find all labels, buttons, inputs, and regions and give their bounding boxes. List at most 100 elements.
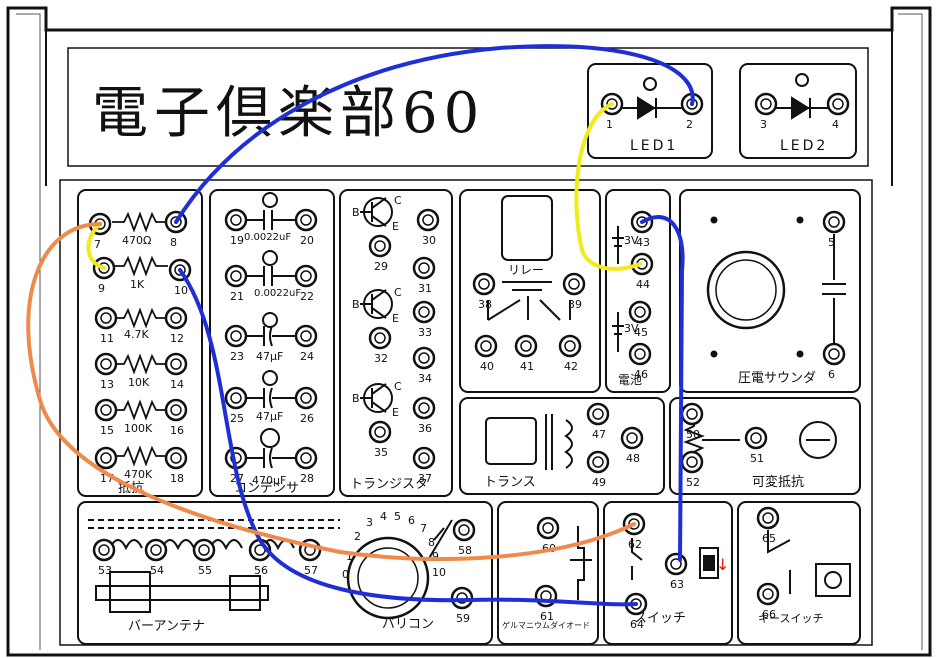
terminal-29[interactable]: 29 bbox=[368, 234, 392, 273]
terminal-11[interactable]: 11 bbox=[94, 306, 118, 345]
terminal-3[interactable]: 3 bbox=[754, 92, 778, 131]
terminal-label-65: 65 bbox=[762, 532, 776, 545]
terminal-39[interactable]: 39 bbox=[562, 272, 586, 311]
terminal-label-47: 47 bbox=[592, 428, 606, 441]
terminal-20[interactable]: 20 bbox=[294, 208, 318, 247]
terminal-18[interactable]: 18 bbox=[164, 446, 188, 485]
terminal-label-33: 33 bbox=[418, 326, 432, 339]
switch-indicator-arrow: ↓ bbox=[716, 555, 729, 574]
dial-number-2: 2 bbox=[354, 530, 361, 543]
terminal-28[interactable]: 28 bbox=[294, 446, 318, 485]
terminal-17[interactable]: 17 bbox=[94, 446, 118, 485]
terminal-33[interactable]: 33 bbox=[412, 300, 436, 339]
terminal-label-62: 62 bbox=[628, 538, 642, 551]
terminal-41[interactable]: 41 bbox=[514, 334, 538, 373]
terminal-37[interactable]: 37 bbox=[412, 446, 436, 485]
terminal-35[interactable]: 35 bbox=[368, 420, 392, 459]
terminal-label-55: 55 bbox=[198, 564, 212, 577]
terminal-label-34: 34 bbox=[418, 372, 432, 385]
terminal-36[interactable]: 36 bbox=[412, 396, 436, 435]
terminal-47[interactable]: 47 bbox=[586, 402, 610, 441]
terminal-32[interactable]: 32 bbox=[368, 326, 392, 365]
resistor-value-6: 470K bbox=[124, 468, 153, 481]
dial-number-5: 5 bbox=[394, 510, 401, 523]
terminal-30[interactable]: 30 bbox=[416, 208, 440, 247]
terminal-23[interactable]: 23 bbox=[224, 324, 248, 363]
terminal-66[interactable]: 66 bbox=[756, 582, 780, 621]
terminal-58[interactable]: 58 bbox=[452, 518, 476, 557]
capacitor-value-3: 47μF bbox=[256, 350, 283, 363]
orange-wire-7-to-62[interactable] bbox=[26, 222, 636, 561]
terminal-31[interactable]: 31 bbox=[412, 256, 436, 295]
terminal-55[interactable]: 55 bbox=[192, 538, 216, 577]
terminal-45[interactable]: 45 bbox=[628, 300, 652, 339]
terminal-19[interactable]: 19 bbox=[224, 208, 248, 247]
dial-number-3: 3 bbox=[366, 516, 373, 529]
terminal-52[interactable]: 52 bbox=[680, 450, 704, 489]
terminal-label-32: 32 bbox=[374, 352, 388, 365]
terminal-label-53: 53 bbox=[98, 564, 112, 577]
terminal-21[interactable]: 21 bbox=[224, 264, 248, 303]
terminal-label-11: 11 bbox=[100, 332, 114, 345]
dial-number-7: 7 bbox=[420, 522, 427, 535]
terminal-26[interactable]: 26 bbox=[294, 386, 318, 425]
terminal-65[interactable]: 65 bbox=[756, 506, 780, 545]
capacitor-value-2: 0.0022uF bbox=[254, 288, 301, 299]
terminal-56[interactable]: 56 bbox=[248, 538, 272, 577]
dial-number-9: 9 bbox=[432, 550, 439, 563]
terminal-4[interactable]: 4 bbox=[826, 92, 850, 131]
terminal-38[interactable]: 38 bbox=[472, 272, 496, 311]
terminal-48[interactable]: 48 bbox=[620, 426, 644, 465]
yellow-wire-7-to-9[interactable] bbox=[86, 222, 106, 270]
transistor-3-base-label: B bbox=[352, 392, 360, 405]
piezo-sounder-icon bbox=[706, 216, 846, 358]
terminal-label-1: 1 bbox=[606, 118, 613, 131]
terminal-label-49: 49 bbox=[592, 476, 606, 489]
capacitor-symbols-icon bbox=[244, 192, 300, 469]
terminal-label-4: 4 bbox=[832, 118, 839, 131]
terminal-label-28: 28 bbox=[300, 472, 314, 485]
terminal-51[interactable]: 51 bbox=[744, 426, 768, 465]
terminal-label-25: 25 bbox=[230, 412, 244, 425]
blue-wire-10-to-64[interactable] bbox=[178, 268, 638, 607]
transistor-1-collector-label: C bbox=[394, 194, 402, 207]
battery-voltage-2: 3V bbox=[624, 322, 639, 335]
terminal-34[interactable]: 34 bbox=[412, 346, 436, 385]
terminal-40[interactable]: 40 bbox=[474, 334, 498, 373]
terminal-6[interactable]: 6 bbox=[822, 342, 846, 381]
transistor-2-emitter-label: E bbox=[392, 312, 399, 325]
terminal-16[interactable]: 16 bbox=[164, 398, 188, 437]
terminal-53[interactable]: 53 bbox=[92, 538, 116, 577]
terminal-label-56: 56 bbox=[254, 564, 268, 577]
transistor-2-base-label: B bbox=[352, 298, 360, 311]
terminal-49[interactable]: 49 bbox=[586, 450, 610, 489]
terminal-label-36: 36 bbox=[418, 422, 432, 435]
terminal-25[interactable]: 25 bbox=[224, 386, 248, 425]
battery-panel bbox=[605, 189, 671, 393]
terminal-42[interactable]: 42 bbox=[558, 334, 582, 373]
terminal-label-30: 30 bbox=[422, 234, 436, 247]
terminal-12[interactable]: 12 bbox=[164, 306, 188, 345]
terminal-46[interactable]: 46 bbox=[628, 342, 652, 381]
terminal-label-57: 57 bbox=[304, 564, 318, 577]
blue-wire-8-to-2[interactable] bbox=[174, 44, 695, 224]
terminal-label-15: 15 bbox=[100, 424, 114, 437]
terminal-14[interactable]: 14 bbox=[164, 352, 188, 391]
resistor-value-3: 4.7K bbox=[124, 328, 149, 341]
terminal-13[interactable]: 13 bbox=[94, 352, 118, 391]
terminal-15[interactable]: 15 bbox=[94, 398, 118, 437]
piezo-section-label: 圧電サウンダ bbox=[738, 371, 816, 386]
battery-section-label: 電池 bbox=[618, 373, 642, 387]
terminal-54[interactable]: 54 bbox=[144, 538, 168, 577]
blue-wire-43-to-63[interactable] bbox=[640, 215, 685, 562]
terminal-label-45: 45 bbox=[634, 326, 648, 339]
terminal-5[interactable]: 5 bbox=[822, 210, 846, 249]
terminal-label-24: 24 bbox=[300, 350, 314, 363]
terminal-label-19: 19 bbox=[230, 234, 244, 247]
yellow-wire-1-to-44[interactable] bbox=[574, 102, 642, 271]
terminal-label-48: 48 bbox=[626, 452, 640, 465]
terminal-22[interactable]: 22 bbox=[294, 264, 318, 303]
led1-symbol-icon bbox=[612, 77, 686, 120]
terminal-24[interactable]: 24 bbox=[294, 324, 318, 363]
terminal-label-59: 59 bbox=[456, 612, 470, 625]
